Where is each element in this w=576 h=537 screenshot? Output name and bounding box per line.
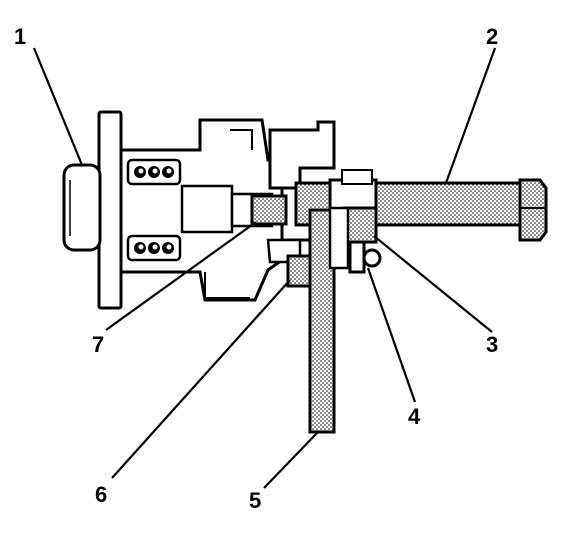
callout-5: 5 xyxy=(249,488,262,513)
axle-adapter xyxy=(250,194,288,226)
callout-6: 6 xyxy=(95,482,108,507)
bolt xyxy=(348,240,382,274)
leader-line-2 xyxy=(444,47,497,184)
callout-3: 3 xyxy=(486,332,499,357)
bearing-assembly xyxy=(119,118,284,302)
leader-line-1 xyxy=(32,47,84,166)
callout-1: 1 xyxy=(14,24,27,49)
callout-2: 2 xyxy=(486,24,499,49)
puller-bracket xyxy=(266,120,336,264)
puller-leg xyxy=(308,206,350,434)
callout-7: 7 xyxy=(92,332,105,357)
leader-line-6 xyxy=(111,279,291,479)
leader-line-3 xyxy=(373,235,493,333)
leader-line-5 xyxy=(263,431,319,489)
leader-line-4 xyxy=(366,267,417,403)
callout-4: 4 xyxy=(408,404,421,429)
leader-line-7 xyxy=(105,221,257,331)
leader-lines xyxy=(32,47,497,489)
